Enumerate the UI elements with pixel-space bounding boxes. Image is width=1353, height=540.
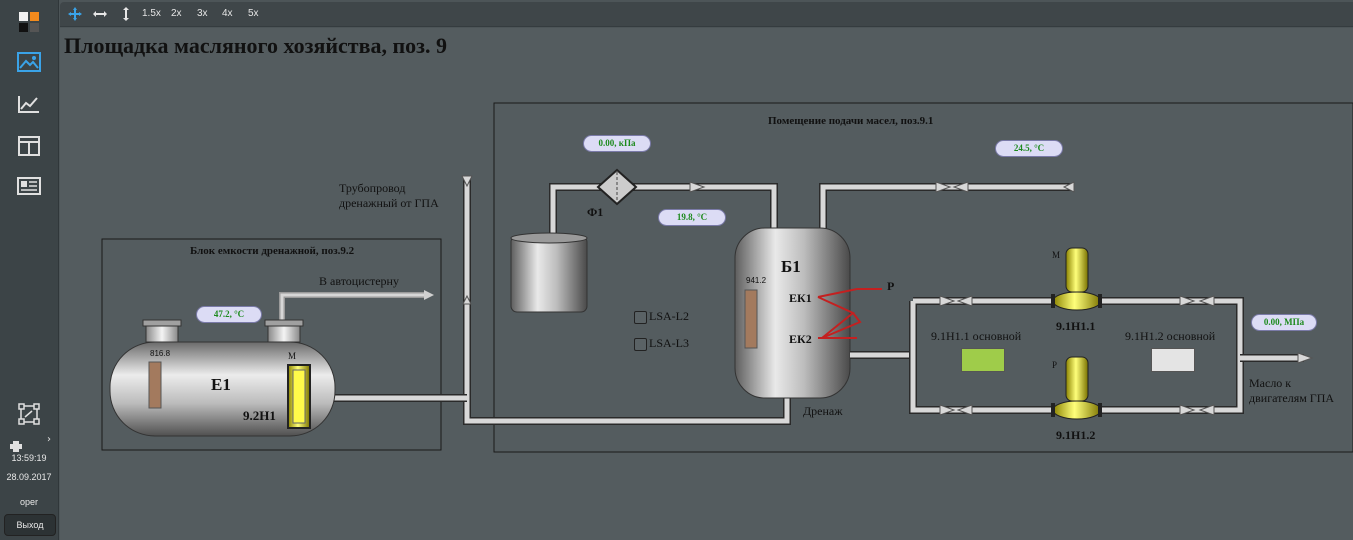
outlet-pressure-pill[interactable]: 0.00, МПа	[1251, 314, 1317, 331]
zoom-5x-button[interactable]: 5x	[248, 8, 259, 19]
fit-height-icon[interactable]	[119, 6, 133, 25]
drain-label: Дренаж	[803, 404, 843, 418]
vent-pipe	[819, 181, 1075, 232]
to-truck-label: В автоцистерну	[319, 274, 399, 288]
sidebar: › 13:59:19 28.09.2017 oper Выход	[0, 0, 59, 540]
drain-pipeline	[330, 175, 791, 425]
mnemonic-canvas	[60, 28, 1353, 540]
lsa-l3-indicator[interactable]	[634, 338, 647, 351]
report-icon[interactable]	[14, 172, 44, 200]
fit-width-icon[interactable]	[93, 6, 107, 25]
e1-level-value: 816.8	[150, 349, 171, 358]
filter-f1[interactable]	[596, 168, 638, 206]
filter-pipe	[549, 181, 778, 236]
pipeline-label-2: дренажный от ГПА	[339, 196, 439, 210]
zoom-4x-button[interactable]: 4x	[222, 8, 233, 19]
clock-date: 28.09.2017	[6, 472, 52, 482]
user-name: oper	[19, 497, 38, 507]
supply-room-title: Помещение подачи масел, поз.9.1	[768, 115, 934, 127]
zoom-3x-button[interactable]: 3x	[197, 8, 208, 19]
heater-ek1-label: ЕК1	[789, 291, 812, 305]
layout-icon[interactable]	[14, 132, 44, 160]
heater-p-label: P	[887, 279, 895, 293]
pump2-label: 9.1Н1.2	[1056, 428, 1096, 442]
diagram-select-icon[interactable]	[14, 400, 44, 428]
supply-room-frame	[493, 102, 1353, 453]
pump1-label: 9.1Н1.1	[1056, 319, 1096, 333]
filter-temp-pill[interactable]: 19.8, °C	[658, 209, 726, 226]
filter-pressure-pill[interactable]: 0.00, кПа	[583, 135, 651, 152]
drain-block-title: Блок емкости дренажной, поз.9.2	[190, 245, 355, 257]
app-logo-icon[interactable]	[14, 8, 44, 36]
oil-to-label-2: двигателям ГПА	[1249, 391, 1335, 405]
small-tank[interactable]	[510, 232, 588, 313]
pump-9-1h1-1[interactable]	[1051, 247, 1102, 311]
tank-e1-label: E1	[211, 375, 231, 394]
heater-ek2-label: ЕК2	[789, 332, 812, 346]
lsa-l2-label: LSA-L2	[649, 309, 689, 323]
lsa-l2-indicator[interactable]	[634, 311, 647, 324]
logout-button[interactable]: Выход	[4, 514, 56, 536]
filter-f1-label: Ф1	[587, 205, 604, 219]
tank-e1[interactable]	[109, 319, 336, 437]
pipeline-label-1: Трубопровод	[339, 181, 406, 195]
clock-time: 13:59:19	[11, 453, 47, 463]
zoom-1-5x-button[interactable]: 1.5x	[142, 8, 161, 19]
tank-b1[interactable]	[734, 227, 851, 399]
lsa-l3-label: LSA-L3	[649, 336, 689, 350]
heater-ek	[817, 288, 882, 339]
move-icon[interactable]	[68, 6, 82, 25]
pump-9-2h1-label: 9.2Н1	[243, 408, 276, 423]
chart-icon[interactable]	[14, 90, 44, 118]
zoom-2x-button[interactable]: 2x	[171, 8, 182, 19]
pump2-mode-button[interactable]	[1151, 348, 1195, 372]
pump1-mode-label: 9.1Н1.1 основной	[931, 329, 1022, 343]
motor-label: M	[288, 351, 297, 361]
tank-b1-label: Б1	[781, 257, 801, 276]
pump2-mode-label: 9.1Н1.2 основной	[1125, 329, 1216, 343]
pump-manifold	[850, 295, 1314, 416]
pump-motor-m-label: M	[1052, 250, 1061, 260]
print-icon[interactable]	[10, 437, 22, 456]
pump1-mode-button[interactable]	[961, 348, 1005, 372]
page-title: Площадка масляного хозяйства, поз. 9	[64, 33, 448, 58]
b1-level-value: 941.2	[746, 276, 767, 285]
drain-temp-pill[interactable]: 47.2, °C	[196, 306, 262, 323]
drain-block-frame	[101, 238, 442, 451]
toolbar: 1.5x 2x 3x 4x 5x	[60, 2, 1353, 27]
pump-9-2h1[interactable]	[287, 364, 311, 429]
vent-temp-pill[interactable]: 24.5, °C	[995, 140, 1063, 157]
oil-to-label-1: Масло к	[1249, 376, 1292, 390]
expand-icon[interactable]: ›	[47, 434, 51, 445]
pump-9-1h1-2[interactable]	[1051, 356, 1102, 420]
image-icon[interactable]	[14, 48, 44, 76]
pump-motor-p-label: P	[1052, 360, 1058, 370]
truck-pipe	[279, 290, 434, 322]
